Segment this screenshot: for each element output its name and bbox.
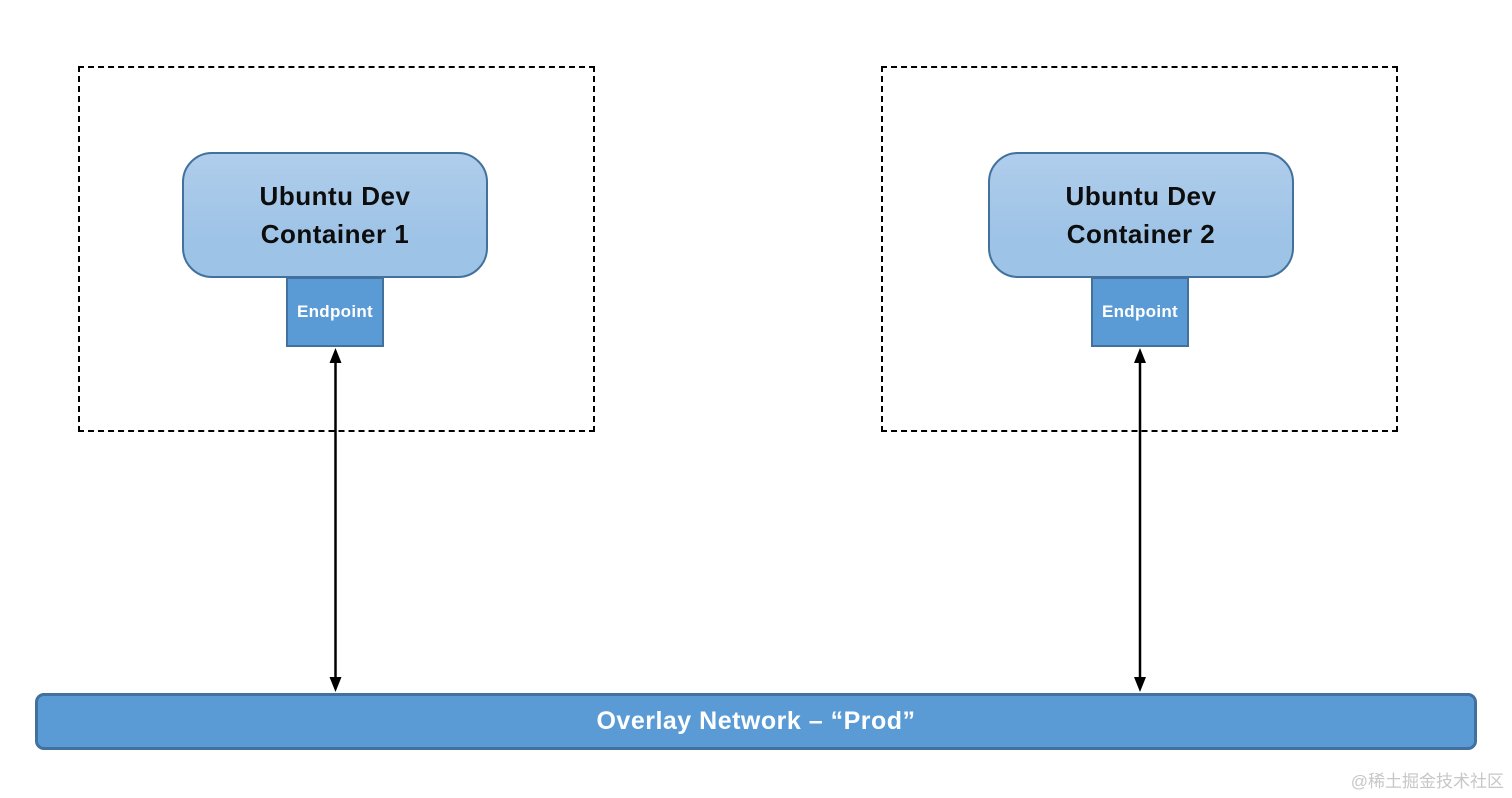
overlay-network-bar: Overlay Network – “Prod” [35,693,1477,750]
container-1-title-line-2: Container 1 [260,219,410,249]
container-node-2: Ubuntu Dev Container 2 [988,152,1294,278]
endpoint-1: Endpoint [286,277,384,347]
container-node-1: Ubuntu Dev Container 1 [182,152,488,278]
container-2-title-line-2: Container 2 [1066,219,1216,249]
endpoint-2-label: Endpoint [1101,302,1179,321]
watermark: @稀土掘金技术社区 [1350,772,1504,791]
overlay-network-label: Overlay Network – “Prod” [596,707,916,735]
endpoint-2: Endpoint [1091,277,1189,347]
endpoint-1-label: Endpoint [296,302,374,321]
container-1-title-line-1: Ubuntu Dev [259,181,411,211]
container-2-title-line-1: Ubuntu Dev [1065,181,1217,211]
